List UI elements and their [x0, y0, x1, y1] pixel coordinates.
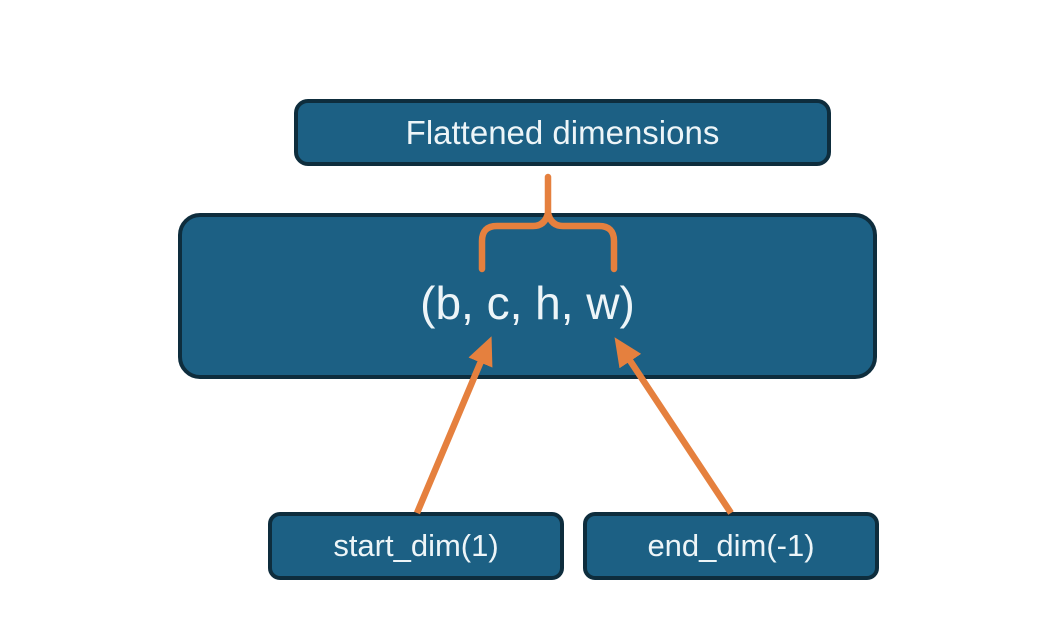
tensor-shape-box: (b, c, h, w) — [178, 213, 877, 379]
start-dim-label: start_dim(1) — [333, 528, 499, 563]
start-dim-box: start_dim(1) — [268, 512, 564, 580]
end-dim-label: end_dim(-1) — [647, 528, 815, 563]
end-dim-box: end_dim(-1) — [583, 512, 879, 580]
flattened-dimensions-box: Flattened dimensions — [294, 99, 831, 166]
tensor-shape-label: (b, c, h, w) — [420, 277, 635, 329]
flattened-dimensions-label: Flattened dimensions — [405, 113, 720, 151]
